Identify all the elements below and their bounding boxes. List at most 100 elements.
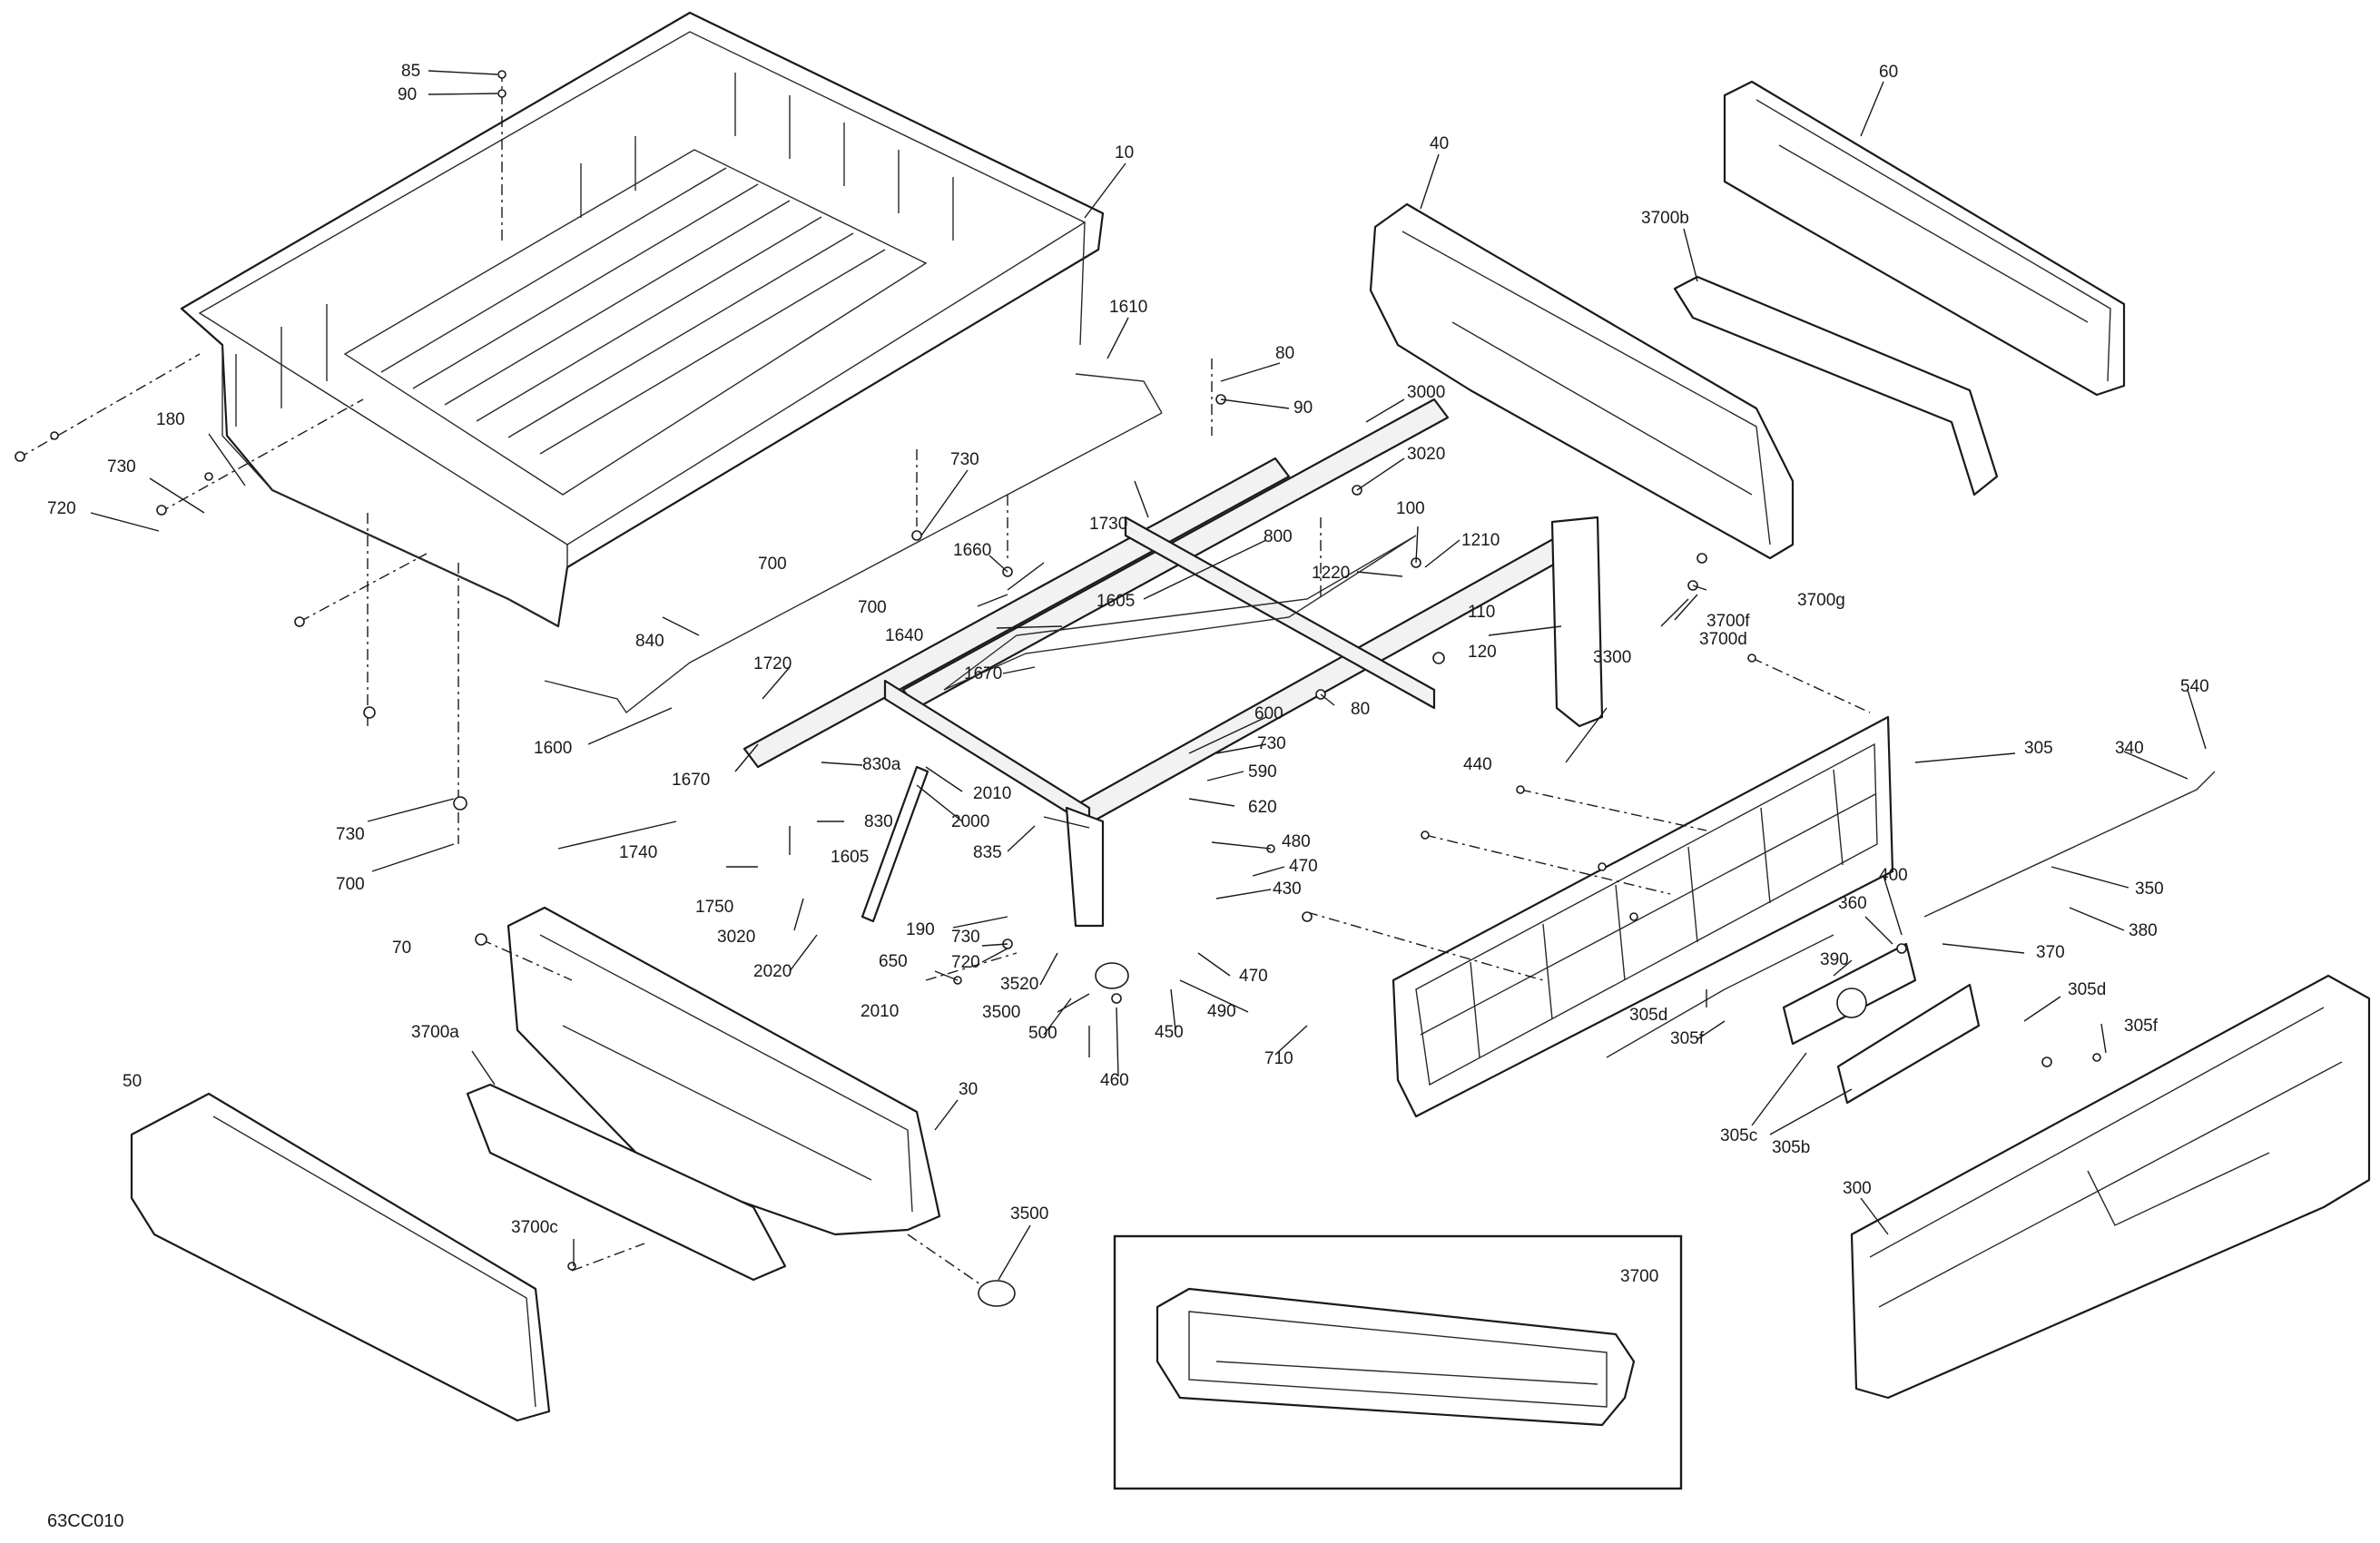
callout-700: 700 — [858, 598, 887, 617]
callout-305d: 305d — [1629, 1006, 1667, 1025]
callout-1600: 1600 — [534, 739, 572, 758]
callout-70: 70 — [392, 939, 411, 958]
rail-inner-bracket — [1673, 275, 1999, 496]
callout-380: 380 — [2129, 921, 2158, 940]
callout-3300: 3300 — [1593, 648, 1631, 667]
callout-85: 85 — [401, 62, 420, 81]
side-bracket — [1550, 516, 1604, 728]
callout-100: 100 — [1396, 499, 1425, 518]
callout-830a: 830a — [862, 755, 901, 774]
callout-710: 710 — [1264, 1049, 1293, 1068]
callout-1670: 1670 — [672, 771, 710, 790]
fasteners — [15, 70, 2101, 1271]
callout-3700d: 3700d — [1699, 630, 1747, 649]
callout-840: 840 — [635, 632, 664, 651]
callout-305c: 305c — [1720, 1126, 1757, 1145]
callout-1605: 1605 — [831, 848, 869, 867]
callout-3700a: 3700a — [411, 1023, 459, 1042]
callout-180: 180 — [156, 410, 185, 429]
callout-600: 600 — [1254, 704, 1283, 723]
callout-3700f: 3700f — [1706, 612, 1750, 631]
callout-3500: 3500 — [982, 1003, 1020, 1022]
rail-cover-left — [130, 1092, 551, 1422]
callout-305: 305 — [2024, 739, 2053, 758]
callout-620: 620 — [1248, 798, 1277, 817]
cargo-box-frame — [743, 398, 1599, 928]
assembly-axis-lines — [17, 71, 1871, 1285]
callout-1670: 1670 — [964, 664, 1002, 683]
figure-code: 63CC010 — [47, 1511, 124, 1531]
callout-labels: 85 90 10 40 60 3700b 1610 80 90 3000 302… — [47, 62, 2209, 1531]
callout-1210: 1210 — [1461, 531, 1500, 550]
callout-3520: 3520 — [1000, 975, 1038, 994]
callout-540: 540 — [2180, 677, 2209, 696]
callout-370: 370 — [2036, 943, 2065, 962]
callout-720: 720 — [951, 953, 980, 972]
callout-830: 830 — [864, 812, 893, 831]
callout-360: 360 — [1838, 894, 1867, 913]
callout-500: 500 — [1028, 1024, 1057, 1043]
cargo-box-tub — [180, 11, 1105, 628]
inset-3700 — [1113, 1234, 1683, 1490]
callout-1740: 1740 — [619, 843, 657, 862]
callout-470: 470 — [1239, 967, 1268, 986]
callout-1730: 1730 — [1089, 515, 1127, 534]
callout-120: 120 — [1468, 643, 1497, 662]
callout-2020: 2020 — [753, 962, 792, 981]
callout-730: 730 — [951, 928, 980, 947]
callout-190: 190 — [906, 920, 935, 939]
callout-720: 720 — [47, 499, 76, 518]
gas-strut — [861, 765, 929, 923]
callout-1220: 1220 — [1312, 564, 1350, 583]
callout-400: 400 — [1879, 866, 1908, 885]
callout-430: 430 — [1273, 880, 1302, 899]
callout-90: 90 — [398, 85, 417, 104]
callout-3020: 3020 — [717, 928, 755, 947]
callout-3700b: 3700b — [1641, 209, 1689, 228]
callout-1605: 1605 — [1097, 592, 1135, 611]
callout-1720: 1720 — [753, 654, 792, 673]
callout-3020: 3020 — [1407, 445, 1445, 464]
tailgate-outer-panel — [1850, 974, 2371, 1400]
end-cap — [978, 962, 1129, 1307]
callout-305f: 305f — [2124, 1017, 2159, 1036]
tailgate-inner-frame — [1392, 715, 1894, 1118]
callout-490: 490 — [1207, 1002, 1236, 1021]
callout-835: 835 — [973, 843, 1002, 862]
callout-3000: 3000 — [1407, 383, 1445, 402]
callout-590: 590 — [1248, 762, 1277, 781]
side-panel-left — [506, 906, 941, 1236]
callout-40: 40 — [1430, 134, 1449, 153]
callout-300: 300 — [1843, 1179, 1872, 1198]
callout-730: 730 — [950, 450, 979, 469]
callout-480: 480 — [1282, 832, 1311, 851]
callout-350: 350 — [2135, 880, 2164, 899]
callout-730: 730 — [1257, 734, 1286, 753]
callout-60: 60 — [1879, 63, 1898, 82]
callout-30: 30 — [959, 1080, 978, 1099]
callout-390: 390 — [1820, 950, 1849, 969]
callout-1750: 1750 — [695, 898, 733, 917]
callout-305d: 305d — [2068, 980, 2106, 999]
callout-470: 470 — [1289, 857, 1318, 876]
callout-730: 730 — [107, 457, 136, 477]
callout-10: 10 — [1115, 143, 1134, 162]
callout-80: 80 — [1351, 700, 1370, 719]
callout-2010: 2010 — [973, 784, 1011, 803]
callout-305f: 305f — [1670, 1029, 1705, 1048]
tailgate-latch-assembly — [1782, 942, 1981, 1105]
callout-3700c: 3700c — [511, 1218, 558, 1237]
bed-rail-cover-right — [1723, 80, 2126, 397]
cable-assemblies — [544, 373, 2216, 1058]
callout-3700g: 3700g — [1797, 591, 1845, 610]
callout-90: 90 — [1293, 398, 1313, 418]
callout-1660: 1660 — [953, 541, 991, 560]
callout-305b: 305b — [1772, 1138, 1810, 1157]
callout-440: 440 — [1463, 755, 1492, 774]
callout-700: 700 — [758, 555, 787, 574]
callout-1610: 1610 — [1109, 298, 1147, 317]
callout-3500: 3500 — [1010, 1204, 1048, 1224]
callout-700: 700 — [336, 875, 365, 894]
callout-50: 50 — [123, 1072, 142, 1091]
